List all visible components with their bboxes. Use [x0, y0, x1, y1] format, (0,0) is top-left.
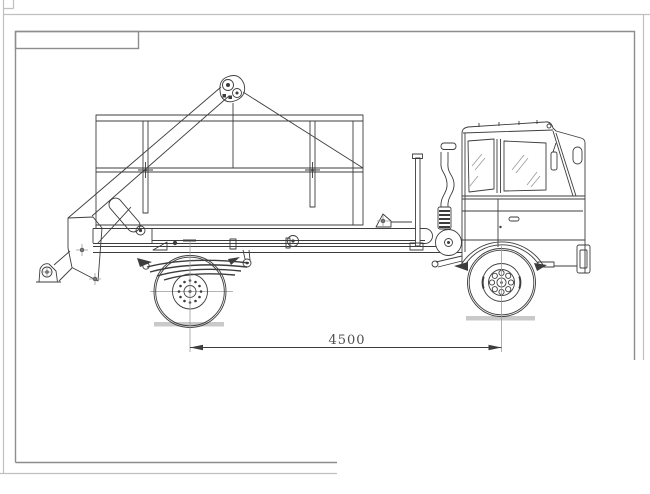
cab-sill-lines	[462, 195, 585, 241]
title-strip-box	[14, 30, 140, 50]
rear-lug-marks	[177, 279, 203, 304]
intake-rain-cap	[440, 142, 457, 150]
cab	[460, 120, 591, 274]
hinge-bracket	[375, 213, 412, 228]
windshield-pillar	[552, 130, 577, 197]
ground-shadows	[154, 316, 535, 327]
outer-border	[0, 0, 650, 475]
stay-cable	[242, 91, 364, 169]
roof-marker	[546, 123, 552, 129]
pulley-upper	[222, 79, 234, 91]
door-handle	[508, 216, 520, 222]
rear-lift-mechanism	[36, 216, 178, 285]
dimension-arrow-left	[190, 344, 203, 351]
front-wheel-arch	[460, 241, 544, 266]
cab-step	[537, 261, 555, 268]
window-divider	[496, 139, 501, 193]
grab-handle-slot	[572, 146, 583, 165]
cylinder-rod-end	[135, 225, 146, 236]
rear-wheel-shadow	[154, 322, 224, 327]
sheet-borders	[0, 0, 650, 475]
mud-flap-rear-left	[137, 258, 152, 267]
rear-window-reflection	[469, 153, 486, 187]
mirror	[550, 151, 558, 171]
chassis-frame	[93, 153, 462, 253]
truck-drawing: 4500	[36, 75, 591, 352]
front-wheel-shadow	[466, 316, 535, 321]
guide-roller	[287, 235, 299, 247]
dimension-text: 4500	[328, 333, 365, 348]
cab-outline	[461, 121, 586, 273]
container-body	[92, 114, 364, 244]
door-window	[503, 140, 547, 192]
winch-hub	[435, 229, 462, 256]
dimension-wheelbase: 4500	[189, 242, 502, 352]
container-plank-2	[309, 120, 316, 208]
lift-arm	[67, 86, 364, 219]
apex-pulley-bracket	[219, 75, 246, 103]
air-intake-stack	[437, 142, 457, 230]
mud-flap-rear-right	[228, 257, 240, 265]
pulley-lower	[232, 88, 242, 98]
rear-leaf-spring	[137, 249, 252, 281]
frame-bracket	[229, 238, 237, 250]
lower-box	[92, 225, 153, 243]
rear-foot	[36, 263, 61, 283]
intake-pipe	[440, 161, 455, 208]
frame-bolt	[172, 240, 178, 246]
rear-wheel	[150, 255, 233, 328]
spring-eye-rear	[242, 258, 252, 268]
rim-weights	[481, 276, 522, 289]
box-gusset	[152, 241, 168, 251]
front-bumper	[576, 244, 591, 274]
body-post-cap	[412, 153, 423, 159]
mud-flap-front-left	[454, 262, 468, 271]
pivot-plate	[67, 216, 103, 282]
dimension-arrow-right	[488, 344, 502, 351]
door-window-reflection	[511, 154, 541, 188]
spring-shackle	[242, 249, 251, 261]
front-spring-eye	[431, 260, 439, 268]
rear-window	[467, 138, 495, 193]
inner-frame	[14, 30, 636, 464]
hydraulic-cylinder	[108, 197, 146, 236]
corner-mark	[3, 0, 15, 10]
roof-ticks	[478, 120, 538, 127]
floor-diagonal	[97, 206, 132, 244]
body-post-foot	[409, 242, 424, 251]
body-post	[415, 157, 421, 247]
